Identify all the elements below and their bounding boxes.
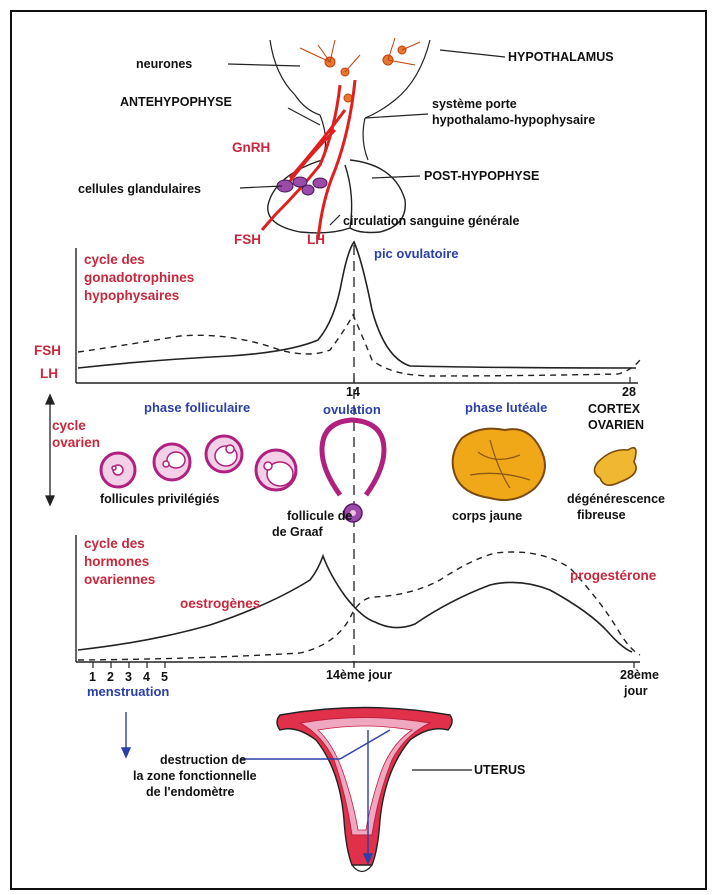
cortex-label-2: OVARIEN (588, 418, 644, 432)
gonad-title-3: hypophysaires (84, 288, 179, 303)
corps-jaune-icon (453, 429, 545, 500)
degenerescence-label-2: fibreuse (577, 508, 626, 522)
menstruation-label: menstruation (87, 684, 169, 699)
day-ticks: 1 2 3 4 5 (89, 670, 168, 684)
hypothalamus-label: HYPOTHALAMUS (508, 50, 614, 64)
destruction-label-3: de l'endomètre (146, 785, 234, 799)
corpus-albicans-icon (594, 448, 636, 485)
day-tick: 5 (161, 670, 168, 684)
day28-label-1: 28ème (620, 668, 659, 682)
destruction-label-1: destruction de (160, 753, 246, 767)
antehypophyse-label: ANTEHYPOPHYSE (120, 95, 232, 109)
degenerescence-label-1: dégénérescence (567, 492, 665, 506)
endometre-pointer (240, 730, 390, 863)
ovarian-cycle-arrow (46, 395, 54, 505)
post-hypophyse-label: POST-HYPOPHYSE (424, 169, 539, 183)
gonad-tick-28: 28 (622, 385, 636, 399)
fsh-hormone-label: FSH (234, 232, 261, 247)
ovulation-label: ovulation (323, 402, 381, 417)
corps-jaune-label: corps jaune (452, 509, 522, 523)
gonad-tick-14: 14 (346, 385, 360, 399)
cellules-glandulaires-label: cellules glandulaires (78, 182, 201, 196)
hormone-title-1: cycle des (84, 536, 145, 551)
graaf-follicle-icon (322, 420, 384, 522)
graaf-label-1: follicule de (287, 509, 352, 523)
uterus-icon (277, 708, 452, 872)
hormone-chart (76, 535, 640, 668)
gonadotrophin-chart (76, 242, 640, 383)
lh-axis-label: LH (40, 366, 58, 381)
phase-folliculaire-label: phase folliculaire (144, 400, 250, 415)
hormone-title-3: ovariennes (84, 572, 155, 587)
day-tick: 4 (143, 670, 150, 684)
lh-hormone-label: LH (307, 232, 325, 247)
lh-curve (78, 242, 636, 368)
gonad-title-2: gonadotrophines (84, 270, 194, 285)
phase-luteale-label: phase lutéale (465, 400, 547, 415)
day-tick: 1 (89, 670, 96, 684)
ovarian-title-1: cycle (52, 418, 86, 433)
fsh-curve (78, 315, 640, 376)
neurones-label: neurones (136, 57, 192, 71)
gonad-title-1: cycle des (84, 252, 145, 267)
menstruation-arrow (122, 712, 130, 757)
oestrogen-curve (78, 556, 632, 652)
progesterone-curve (78, 552, 640, 660)
circulation-label: circulation sanguine générale (343, 214, 519, 228)
destruction-label-2: la zone fonctionnelle (133, 769, 257, 783)
fsh-axis-label: FSH (34, 343, 61, 358)
pituitary-drawing (228, 38, 505, 240)
systeme-porte-label-1: système porte (432, 97, 517, 111)
systeme-porte-label-2: hypothalamo-hypophysaire (432, 113, 595, 127)
cortex-label-1: CORTEX (588, 402, 641, 416)
glandular-cell-icon (277, 177, 327, 195)
oestrogenes-label: oestrogènes (180, 596, 260, 611)
day14-label: 14ème jour (326, 668, 392, 682)
uterus-label: UTERUS (474, 763, 525, 777)
progesterone-label: progestérone (570, 568, 657, 583)
day-tick: 3 (125, 670, 132, 684)
day-tick: 2 (107, 670, 114, 684)
hormone-title-2: hormones (84, 554, 149, 569)
neurone-icon (300, 38, 420, 102)
pic-ovulatoire-label: pic ovulatoire (374, 246, 459, 261)
graaf-label-2: de Graaf (272, 525, 324, 539)
portal-vessel-icon (262, 80, 355, 240)
ovarian-title-2: ovarien (52, 435, 100, 450)
day28-label-2: jour (623, 684, 648, 698)
follicules-privilegies-label: follicules privilégiés (100, 492, 220, 506)
gnrh-label: GnRH (232, 140, 270, 155)
